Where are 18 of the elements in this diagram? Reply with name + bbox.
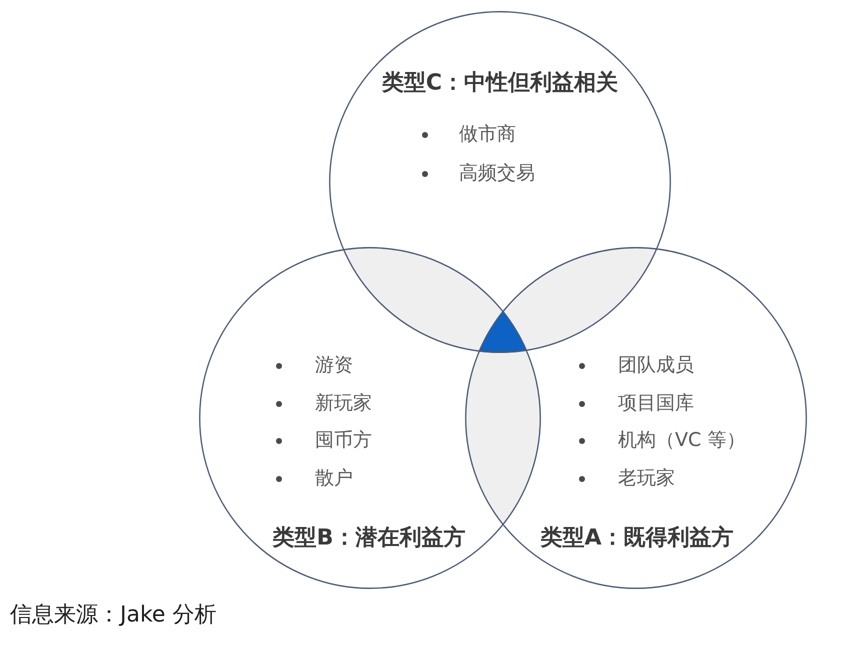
list-item: 机构（VC 等） bbox=[618, 430, 746, 452]
list-item: 新玩家 bbox=[315, 392, 372, 414]
source-note: 信息来源：Jake 分析 bbox=[10, 602, 216, 628]
list-item: 项目国库 bbox=[618, 392, 694, 414]
list-item: 老玩家 bbox=[618, 468, 675, 490]
list-item: 散户 bbox=[315, 468, 353, 490]
list-item: 做市商 bbox=[459, 124, 516, 146]
overlap-region bbox=[465, 350, 541, 526]
heading: 类型A：既得利益方 bbox=[540, 525, 734, 551]
list-item: 游资 bbox=[315, 355, 353, 377]
overlap-region bbox=[503, 247, 658, 351]
overlap-region bbox=[342, 247, 503, 352]
list-item: 囤币方 bbox=[315, 430, 372, 452]
heading: 类型C：中性但利益相关 bbox=[382, 70, 618, 96]
list-item: 团队成员 bbox=[618, 355, 694, 377]
list-item: 高频交易 bbox=[459, 163, 535, 185]
heading: 类型B：潜在利益方 bbox=[272, 525, 466, 551]
central-overlap-region bbox=[478, 310, 528, 353]
